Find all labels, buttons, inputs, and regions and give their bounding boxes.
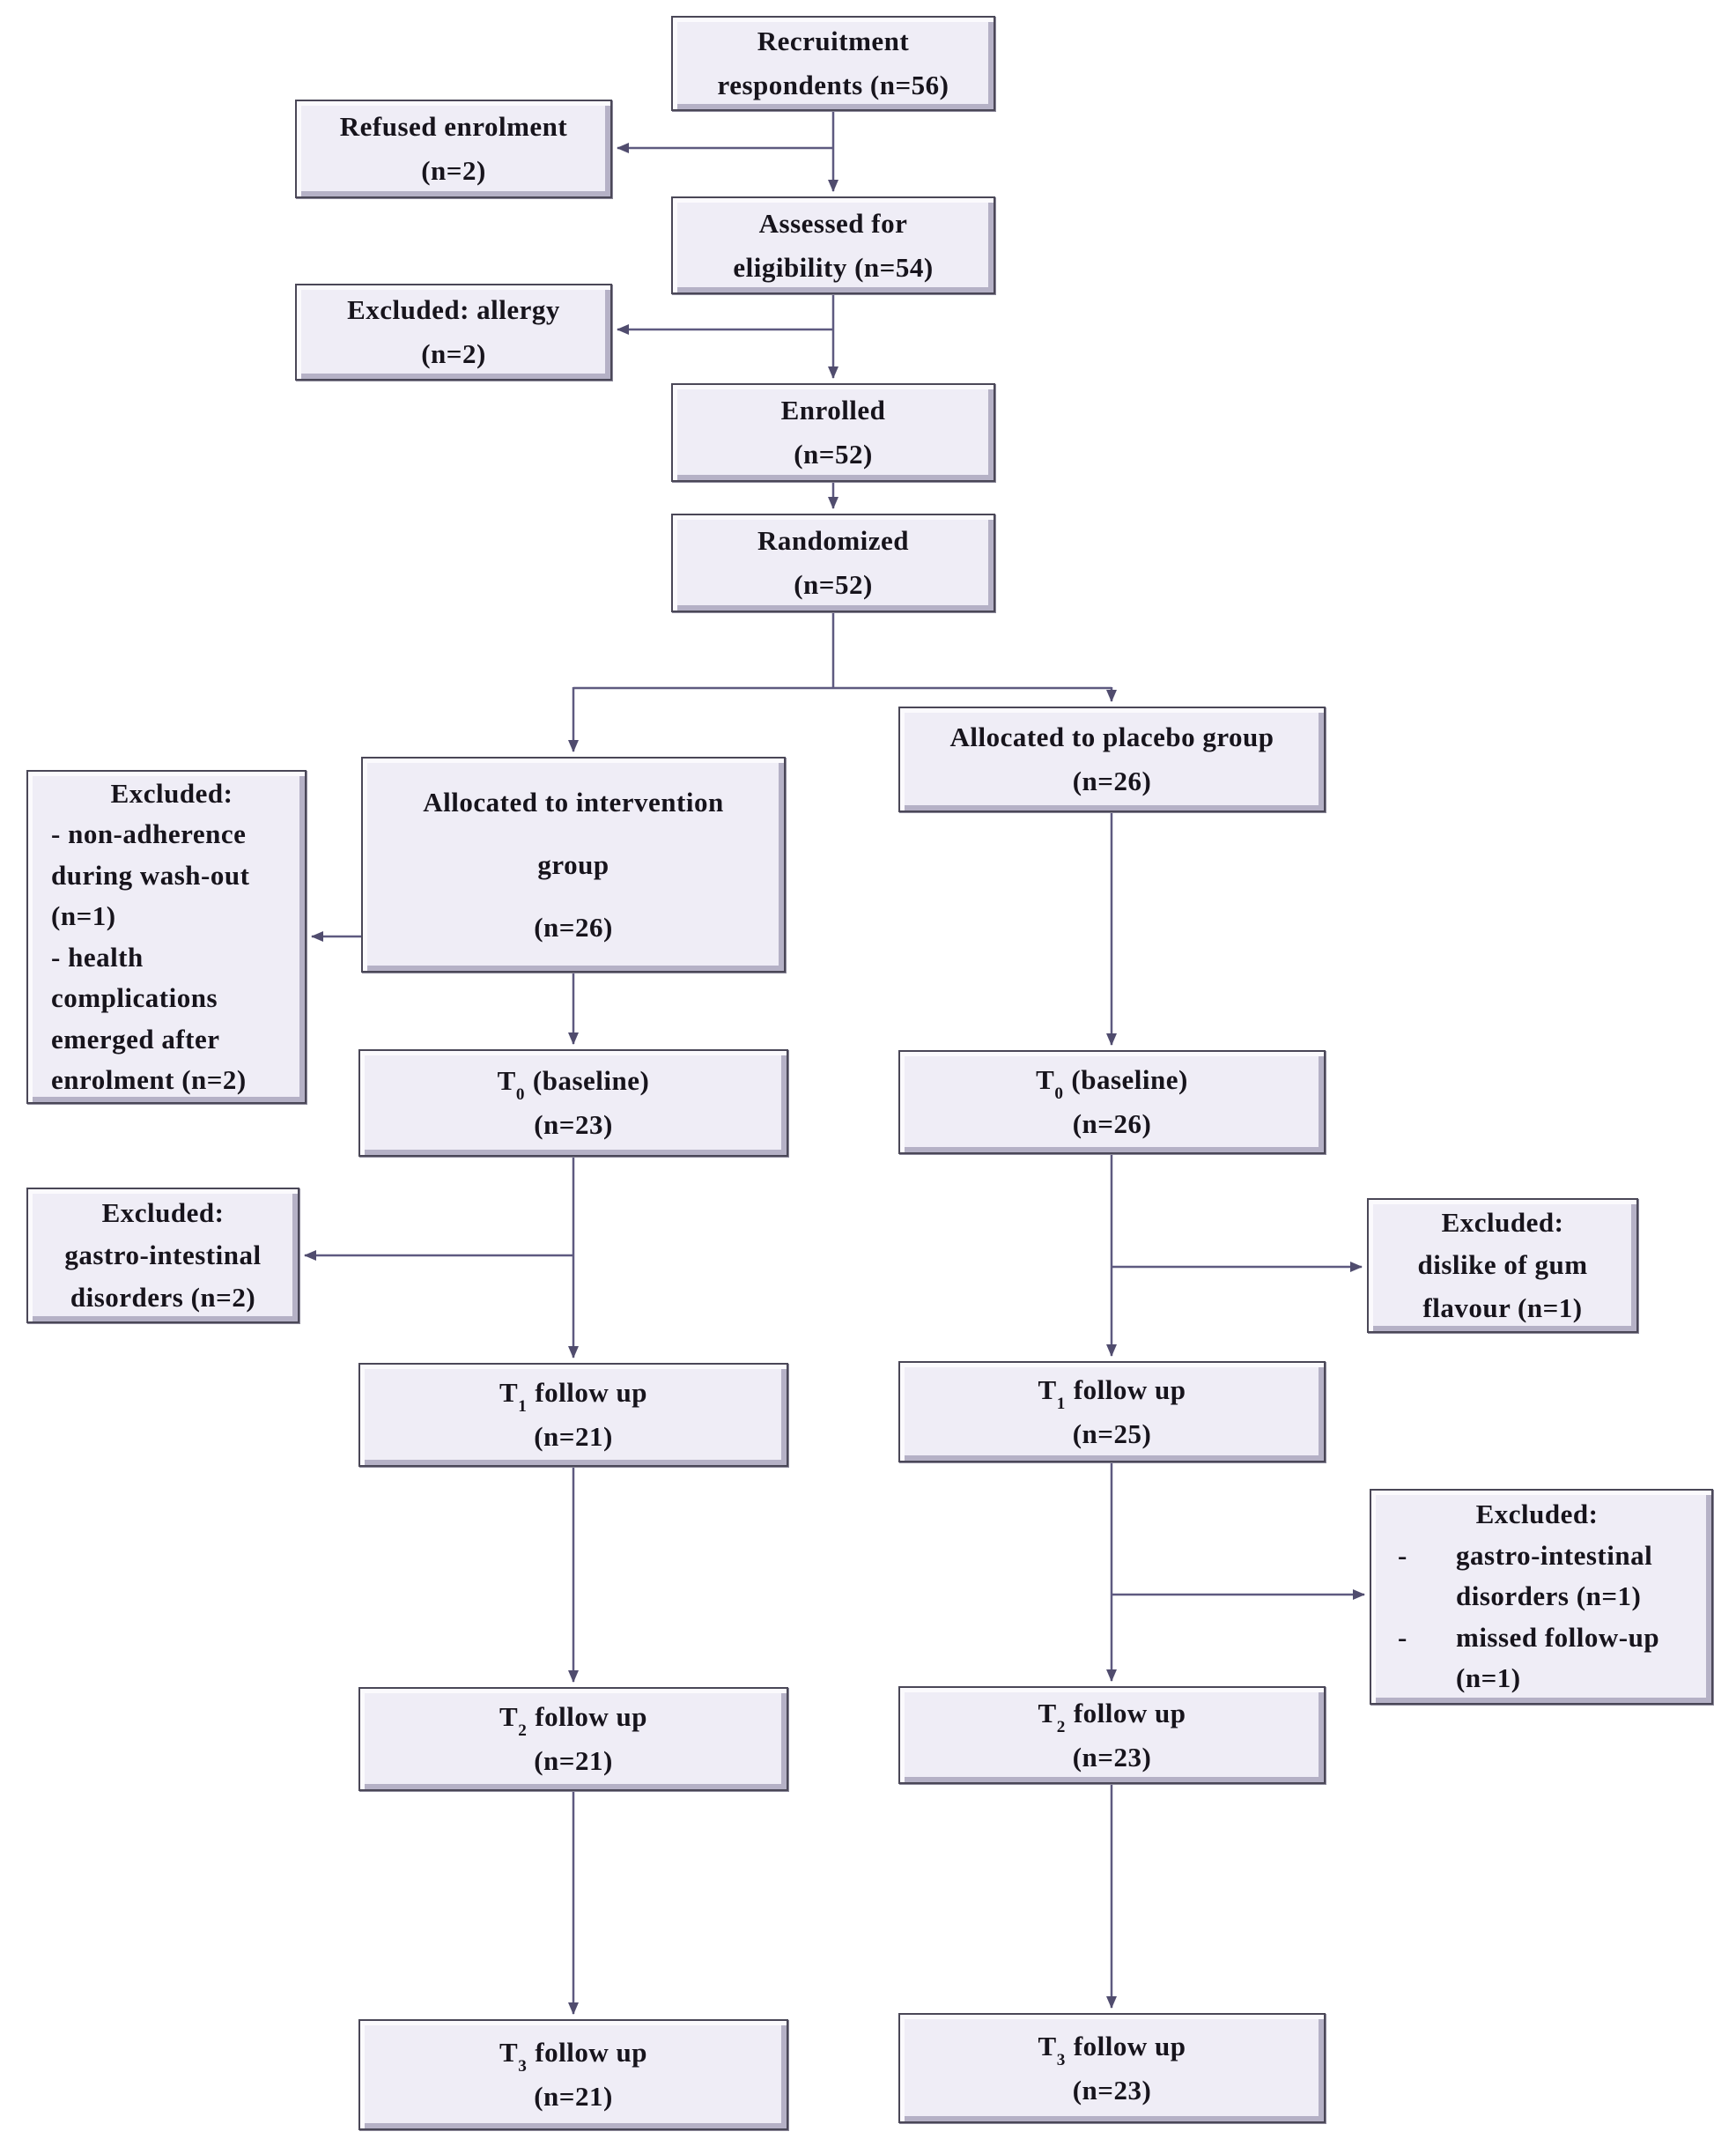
box-line: T0(baseline) <box>1036 1064 1188 1104</box>
box-line: group <box>537 848 609 880</box>
box-line: T0(baseline) <box>497 1065 650 1105</box>
box-line: Allocated to intervention <box>423 786 724 818</box>
box-line: (n=52) <box>794 439 873 470</box>
box-line: (n=52) <box>794 569 873 600</box>
box-allocated-placebo: Allocated to placebo group (n=26) <box>898 707 1326 812</box>
box-enrolled: Enrolled (n=52) <box>671 383 995 482</box>
box-line: emerged after <box>51 1023 220 1055</box>
box-excluded-gastro-2: Excluded: gastro-intestinal disorders (n… <box>26 1188 299 1323</box>
box-line: (n=26) <box>534 912 613 944</box>
box-line: during wash-out <box>51 859 250 891</box>
box-list-item: - missed follow-up (n=1) <box>1371 1617 1703 1699</box>
box-line: Enrolled <box>780 395 886 426</box>
box-line: enrolment (n=2) <box>51 1064 247 1095</box>
box-line: gastro-intestinal <box>64 1239 262 1270</box>
box-line: (n=21) <box>534 1421 613 1452</box>
box-line: Allocated to placebo group <box>949 722 1274 753</box>
box-line: dislike of gum <box>1417 1249 1588 1281</box>
box-t0-intervention: T0(baseline) (n=23) <box>358 1049 788 1157</box>
box-line: gastro-intestinal <box>1456 1539 1653 1571</box>
box-line: Excluded: allergy <box>347 294 560 326</box>
box-excluded-allergy: Excluded: allergy (n=2) <box>295 284 612 381</box>
box-line: (n=21) <box>534 2081 613 2112</box>
box-assessed-eligibility: Assessed for eligibility (n=54) <box>671 196 995 294</box>
box-line: (n=21) <box>534 1745 613 1776</box>
box-line: disorders (n=2) <box>70 1282 256 1314</box>
box-line: Excluded: <box>1441 1207 1564 1239</box>
box-line: (n=2) <box>421 338 486 369</box>
box-line: (n=2) <box>421 155 486 186</box>
box-line: (n=23) <box>1072 1741 1152 1773</box>
box-line: Excluded: <box>1475 1499 1599 1530</box>
box-recruitment: Recruitment respondents (n=56) <box>671 16 995 111</box>
box-line: (n=23) <box>1072 2074 1152 2106</box>
box-randomized: Randomized (n=52) <box>671 514 995 612</box>
box-line: (n=26) <box>1072 766 1152 796</box>
box-line: flavour (n=1) <box>1422 1292 1583 1323</box>
box-line: Excluded: <box>101 1196 225 1228</box>
box-line: (n=25) <box>1072 1417 1152 1449</box>
box-line: missed follow-up <box>1456 1621 1660 1653</box>
box-line: eligibility (n=54) <box>733 251 934 283</box>
box-allocated-intervention: Allocated to intervention group (n=26) <box>361 757 786 973</box>
box-line: complications <box>51 982 218 1013</box>
box-line: Excluded: <box>110 777 233 809</box>
box-refused-enrolment: Refused enrolment (n=2) <box>295 100 612 198</box>
box-line: Randomized <box>757 525 910 557</box>
box-excluded-gastro-missed: Excluded: - gastro-intestinal disorders … <box>1370 1489 1713 1705</box>
box-excluded-flavour: Excluded: dislike of gum flavour (n=1) <box>1367 1198 1638 1333</box>
box-line: (n=1) <box>51 900 116 931</box>
box-line: (n=1) <box>1456 1662 1521 1694</box>
box-line: (n=23) <box>534 1109 613 1140</box>
box-line: - non-adherence <box>51 818 247 849</box>
box-excluded-washout: Excluded: - non-adherence during wash-ou… <box>26 770 307 1104</box>
box-line: Recruitment <box>757 26 910 57</box>
box-line: disorders (n=1) <box>1456 1580 1642 1612</box>
box-line: Refused enrolment <box>339 111 568 143</box>
box-line: - health <box>51 941 144 973</box>
box-t0-placebo: T0(baseline) (n=26) <box>898 1050 1326 1154</box>
box-line: (n=26) <box>1072 1108 1152 1139</box>
box-list-item: - gastro-intestinal disorders (n=1) <box>1371 1536 1703 1617</box>
box-line: Assessed for <box>758 207 908 239</box>
box-line: respondents (n=56) <box>717 70 949 100</box>
